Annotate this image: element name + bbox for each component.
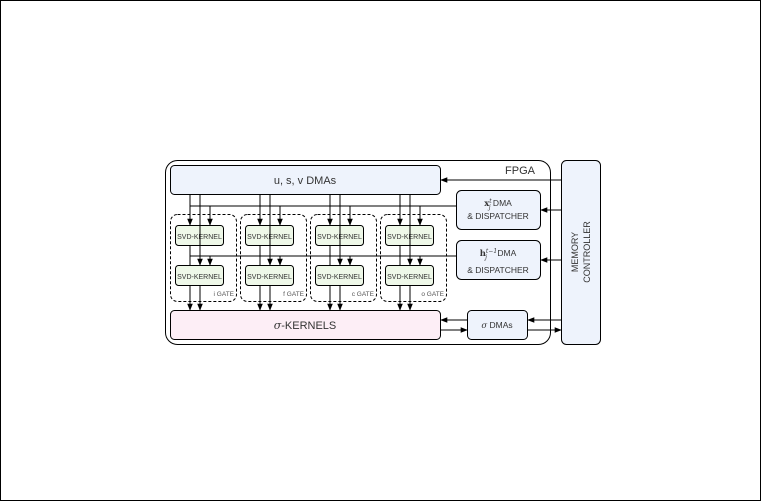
svd-kernel-label: SVD-KERNEL (387, 274, 432, 281)
memory-controller-label: MEMORY CONTROLLER (570, 221, 592, 283)
sigma-dmas-block[interactable] (467, 310, 528, 340)
svg-text:MEMORY: MEMORY (570, 232, 580, 272)
fpga-container (165, 160, 551, 345)
svd-kernel-label: SVD-KERNEL (177, 274, 222, 281)
gate-boundary (380, 214, 447, 302)
gate-label: f GATE (283, 291, 304, 298)
svd-kernel-label: SVD-KERNEL (247, 274, 292, 281)
sigma-kernels-block[interactable] (170, 310, 441, 340)
memory-controller[interactable] (561, 160, 601, 345)
x-dma-dispatcher[interactable] (456, 190, 541, 230)
connection-wires (187, 177, 562, 333)
gate-label: o GATE (421, 291, 444, 298)
svg-text:CONTROLLER: CONTROLLER (582, 221, 592, 283)
gate-label: c GATE (352, 291, 375, 298)
gate-boundary (310, 214, 377, 302)
usv-dmas-label: u, s, v DMAs (274, 175, 337, 187)
sigma-kernels-label: σ-KERNELS (274, 319, 337, 332)
h-dispatcher-label: & DISPATCHER (467, 265, 529, 275)
sigma-dmas-label: σ DMAs (481, 320, 512, 331)
gate-groups: SVD-KERNEL SVD-KERNEL i GATE SVD-KERNEL SVD-… (170, 214, 447, 302)
gate-label: i GATE (214, 291, 235, 298)
x-dispatcher-label: & DISPATCHER (467, 211, 529, 221)
gate-boundary (170, 214, 237, 302)
fpga-label: FPGA (505, 165, 536, 177)
gate-boundary (240, 214, 307, 302)
svd-kernel-label: SVD-KERNEL (317, 274, 362, 281)
